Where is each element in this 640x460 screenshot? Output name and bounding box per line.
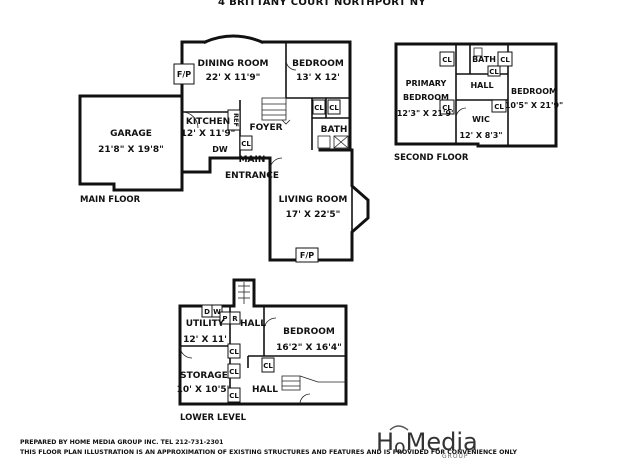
refrigerator: [227, 109, 241, 131]
fireplace-living: [295, 247, 319, 263]
second-floor-plan: CL CL CL CL CL BATH HALL PRIMARY BEDROOM…: [394, 42, 563, 163]
closet-lower-2: [227, 363, 241, 379]
svg-text:GROUP: GROUP: [442, 453, 469, 460]
closet-hall-2: [327, 99, 341, 115]
homedia-logo: HoMedia GROUP: [376, 425, 478, 460]
svg-text:FOYER: FOYER: [249, 123, 282, 133]
svg-text:22' X 11'9": 22' X 11'9": [206, 73, 261, 83]
svg-text:UTILITY: UTILITY: [186, 319, 225, 329]
svg-text:CL: CL: [314, 104, 324, 112]
svg-text:HoMedia: HoMedia: [376, 428, 478, 458]
svg-text:BATH: BATH: [472, 55, 496, 64]
footer-credit: PREPARED BY HOME MEDIA GROUP INC. TEL 21…: [20, 439, 223, 446]
svg-text:F/P: F/P: [177, 70, 191, 79]
svg-text:P: P: [222, 315, 227, 323]
svg-text:LIVING ROOM: LIVING ROOM: [279, 195, 348, 205]
svg-text:BEDROOM: BEDROOM: [292, 59, 344, 69]
closet-second-5: [491, 99, 507, 113]
svg-text:W: W: [213, 308, 221, 316]
garage-walls: [78, 94, 184, 192]
lower-level-label: LOWER LEVEL: [180, 413, 247, 423]
svg-text:REF: REF: [232, 113, 240, 127]
second-floor-label: SECOND FLOOR: [394, 153, 469, 163]
svg-text:PRIMARY: PRIMARY: [406, 79, 447, 88]
svg-text:13' X 12': 13' X 12': [296, 73, 340, 83]
svg-text:BEDROOM: BEDROOM: [283, 327, 335, 337]
main-floor-label: MAIN FLOOR: [80, 195, 141, 205]
svg-text:D: D: [204, 308, 210, 316]
svg-text:ENTRANCE: ENTRANCE: [225, 171, 279, 181]
svg-text:12'3" X 21'9": 12'3" X 21'9": [397, 109, 455, 118]
closet-second-1: [439, 51, 455, 67]
svg-text:CL: CL: [329, 104, 339, 112]
svg-text:16'2" X 16'4": 16'2" X 16'4": [276, 343, 342, 353]
svg-text:GARAGE: GARAGE: [110, 129, 152, 139]
closet-second-3: [487, 65, 501, 77]
closet-lower-1: [227, 343, 241, 359]
svg-text:12' X 8'3": 12' X 8'3": [459, 131, 502, 140]
svg-text:12' X 11'9": 12' X 11'9": [181, 129, 236, 139]
svg-text:DINING ROOM: DINING ROOM: [198, 59, 269, 69]
logo-roof-icon: [389, 425, 409, 431]
closet-hall-1: [312, 99, 326, 115]
second-floor-walls: [394, 42, 558, 148]
svg-text:17' X 22'5": 17' X 22'5": [286, 210, 341, 220]
svg-text:CL: CL: [442, 56, 452, 64]
closet-lower-4: [261, 357, 275, 373]
closet-second-2: [497, 51, 513, 67]
svg-text:CL: CL: [494, 103, 504, 111]
svg-text:STORAGE: STORAGE: [180, 371, 228, 381]
svg-text:CL: CL: [500, 56, 510, 64]
svg-text:R: R: [232, 315, 238, 323]
svg-text:F/P: F/P: [300, 251, 314, 260]
svg-text:BATH: BATH: [321, 125, 348, 135]
svg-text:HALL: HALL: [470, 81, 493, 90]
toilet: [317, 135, 331, 149]
closet-kitchen: [239, 135, 253, 151]
closet-second-4: [439, 99, 455, 115]
svg-text:21'8" X 19'8": 21'8" X 19'8": [98, 145, 164, 155]
closet-lower-3: [227, 387, 241, 403]
svg-text:HALL: HALL: [240, 319, 266, 329]
bay-window: [203, 34, 264, 44]
living-room-walls: [268, 148, 370, 262]
svg-text:CL: CL: [442, 104, 452, 112]
svg-text:10' X 10'5": 10' X 10'5": [177, 385, 232, 395]
main-floor-plan: F/P REF CL CL CL F/P DINING ROOM 22' X 1…: [78, 34, 370, 263]
svg-text:CL: CL: [229, 392, 239, 400]
svg-text:CL: CL: [229, 368, 239, 376]
svg-text:WIC: WIC: [472, 115, 490, 124]
sink: [333, 135, 349, 149]
lower-level-plan: CL CL CL CL D W P R UTILITY 12' X 11' HA…: [177, 278, 348, 423]
footer-disclaimer: THIS FLOOR PLAN ILLUSTRATION IS AN APPRO…: [20, 449, 517, 456]
svg-text:BEDROOM: BEDROOM: [511, 87, 557, 96]
svg-text:10'5" X 21'9": 10'5" X 21'9": [505, 101, 563, 110]
svg-text:CL: CL: [229, 348, 239, 356]
plan-title: 4 BRITTANY COURT NORTHPORT NY: [218, 0, 426, 8]
svg-text:BEDROOM: BEDROOM: [403, 93, 449, 102]
svg-text:MAIN: MAIN: [239, 155, 266, 165]
fireplace-dining: [173, 63, 195, 85]
svg-text:DW: DW: [212, 145, 228, 154]
svg-text:12' X 11': 12' X 11': [183, 335, 227, 345]
svg-text:CL: CL: [489, 68, 499, 76]
svg-text:CL: CL: [241, 140, 251, 148]
lower-level-walls: [178, 278, 348, 406]
svg-text:KITCHEN: KITCHEN: [186, 117, 230, 127]
svg-text:CL: CL: [263, 362, 273, 370]
svg-text:HALL: HALL: [252, 385, 278, 395]
